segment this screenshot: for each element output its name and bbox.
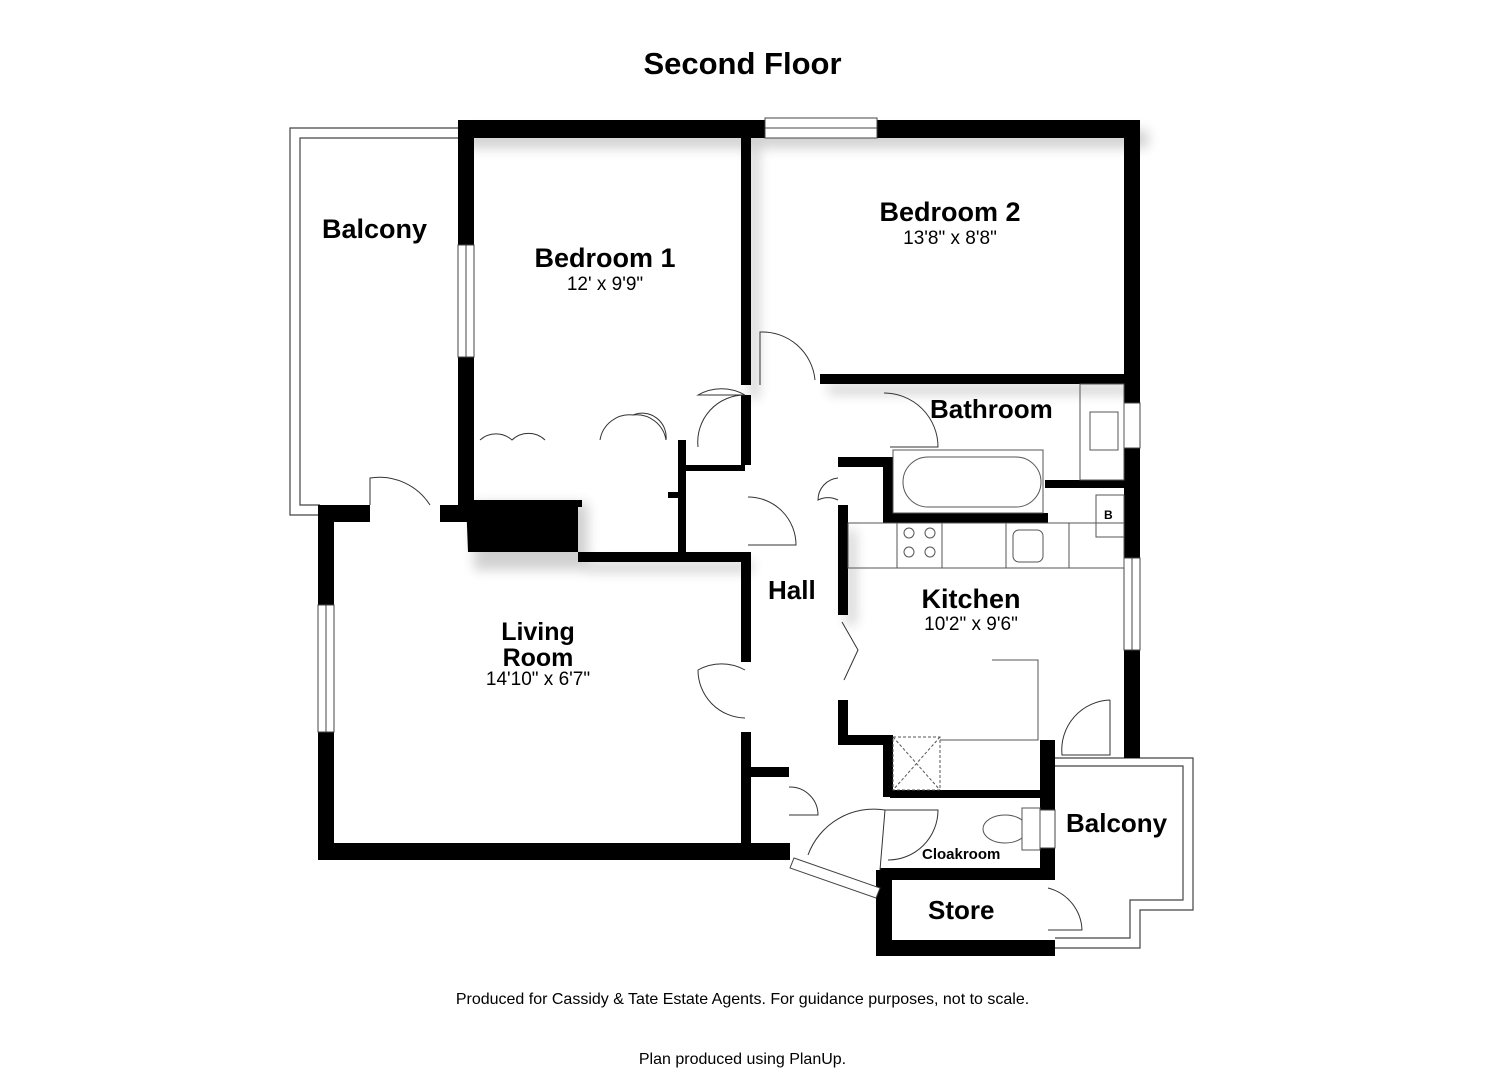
label-bedroom1: Bedroom 1 — [534, 243, 676, 273]
walls — [318, 120, 1140, 956]
balcony-outline-right — [1055, 757, 1194, 949]
label-bathroom: Bathroom — [930, 394, 1053, 424]
label-hall: Hall — [768, 575, 816, 605]
page-title: Second Floor — [643, 46, 842, 81]
windows — [317, 117, 1141, 899]
label-store: Store — [928, 895, 995, 925]
label-bedroom2: Bedroom 2 — [879, 197, 1021, 227]
dims-kitchen: 10'2" x 9'6" — [924, 614, 1018, 635]
disclaimer: Produced for Cassidy & Tate Estate Agent… — [455, 991, 1030, 1008]
dims-living: 14'10" x 6'7" — [485, 669, 591, 690]
label-living-line1: Living — [501, 618, 575, 646]
label-balcony-right: Balcony — [1066, 808, 1168, 838]
dims-bedroom2: 13'8" x 8'8" — [903, 228, 997, 249]
balcony-outline-left — [289, 127, 458, 516]
doors — [369, 331, 1111, 931]
label-boiler: B — [1104, 508, 1113, 522]
label-cloakroom: Cloakroom — [922, 846, 1001, 863]
dims-bedroom1: 12' x 9'9" — [566, 274, 644, 295]
label-kitchen: Kitchen — [921, 584, 1021, 614]
credit: Plan produced using PlanUp. — [638, 1051, 847, 1068]
fixtures — [847, 383, 1125, 851]
label-living-line2: Room — [502, 644, 574, 672]
label-balcony-left: Balcony — [322, 214, 428, 244]
